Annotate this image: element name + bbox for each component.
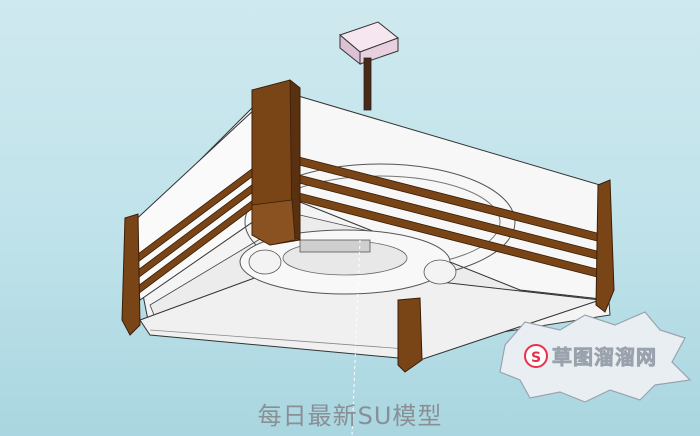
hanging-rod <box>363 57 372 111</box>
ring-light-tube <box>239 163 516 295</box>
caption-text: 每日最新SU模型 <box>257 402 443 430</box>
corner-post-left <box>121 213 141 336</box>
corner-post-front <box>251 79 301 246</box>
watermark-logo: S 草图溜溜网 <box>499 311 692 403</box>
watermark-text: 草图溜溜网 <box>552 345 657 369</box>
ceiling-canopy <box>339 21 400 66</box>
watermark-badge-letter: S <box>531 350 541 366</box>
right-wood-slats <box>294 155 606 280</box>
model-axis <box>351 239 361 436</box>
corner-post-bottom <box>397 297 423 373</box>
corner-post-right <box>595 179 615 313</box>
